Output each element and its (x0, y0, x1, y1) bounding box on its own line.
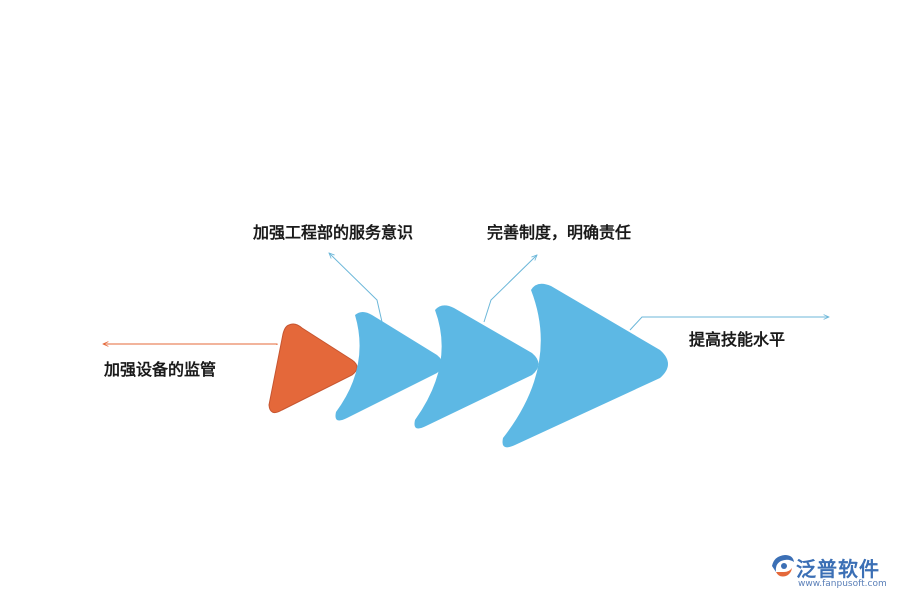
blue-chevron-shape-3 (502, 283, 668, 448)
logo-name: 泛普软件 (796, 557, 880, 581)
logo-url: www.fanpusoft.com (798, 579, 887, 589)
label-improve-skills: 提高技能水平 (689, 330, 786, 349)
fanpu-logo: 泛普软件 www.fanpusoft.com (768, 552, 893, 596)
connector-line-1 (103, 344, 278, 345)
label-service-awareness: 加强工程部的服务意识 (253, 223, 414, 242)
label-improve-system: 完善制度，明确责任 (487, 223, 632, 242)
logo-mark-icon (772, 555, 794, 577)
orange-triangle-shape (268, 323, 358, 414)
connector-line-4 (629, 317, 829, 331)
blue-chevron-shape-1 (335, 312, 443, 421)
label-equipment-supervision: 加强设备的监管 (104, 360, 217, 379)
connector-line-3 (483, 255, 537, 323)
blue-chevron-shape-2 (414, 305, 539, 429)
connector-line-2 (329, 253, 383, 323)
